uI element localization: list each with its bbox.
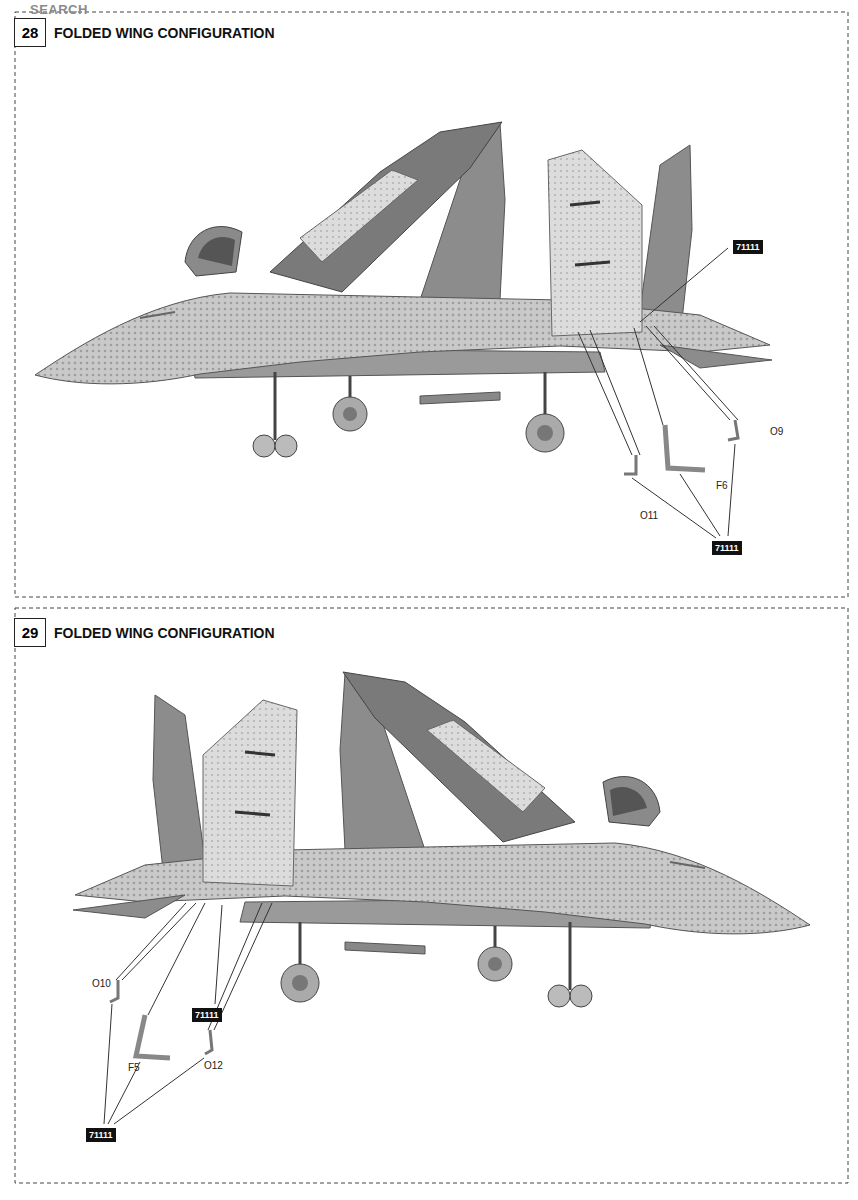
part-number-box: 71111	[712, 537, 742, 555]
part-label: O9	[770, 426, 783, 437]
part-number: 71111	[733, 240, 763, 254]
step-header: 28 FOLDED WING CONFIGURATION	[14, 18, 275, 47]
part-number-box: 71111	[86, 1124, 116, 1142]
watermark: SEARCH	[30, 2, 88, 17]
step-number: 28	[14, 18, 46, 47]
step-number: 29	[14, 618, 46, 647]
part-number-box: 71111	[733, 236, 763, 254]
step-heading: FOLDED WING CONFIGURATION	[54, 25, 275, 41]
part-number: 71111	[192, 1008, 222, 1022]
part-label: O10	[92, 978, 111, 989]
part-label: O11	[640, 510, 658, 521]
part-number: 71111	[86, 1128, 116, 1142]
step-header: 29 FOLDED WING CONFIGURATION	[14, 618, 275, 647]
part-label: F6	[716, 480, 728, 491]
part-label: F5	[128, 1062, 140, 1073]
part-number-box: 71111	[192, 1004, 222, 1022]
step-heading: FOLDED WING CONFIGURATION	[54, 625, 275, 641]
part-number: 71111	[712, 541, 742, 555]
part-label: O12	[204, 1060, 223, 1071]
